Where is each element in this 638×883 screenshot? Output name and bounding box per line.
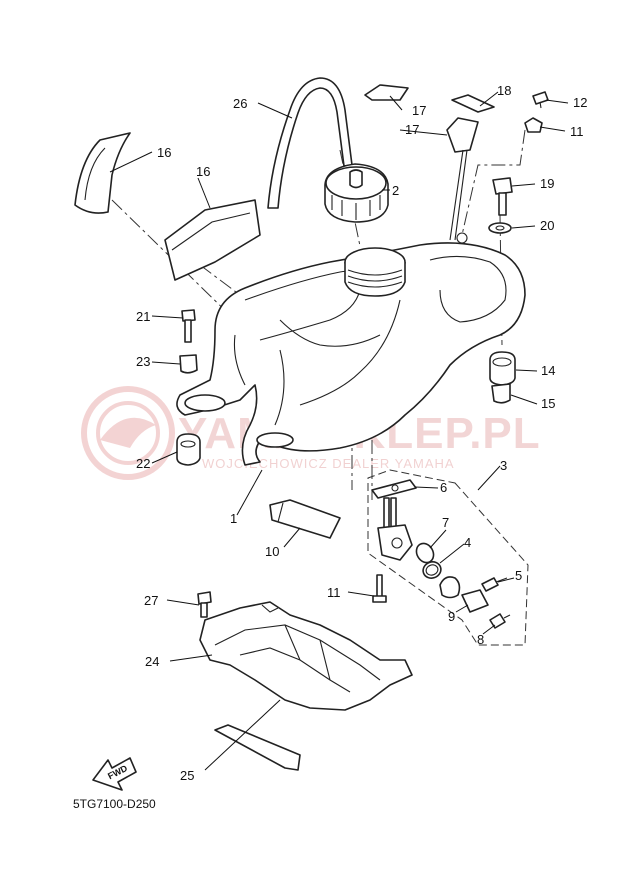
clip-18 [451,94,495,113]
clip-17-right [446,117,479,241]
label-9: 9 [448,609,455,624]
leader-lines [109,91,569,771]
label-25: 24 [145,654,159,669]
collar-15 [491,383,511,404]
label-17-left: 17 [412,103,426,118]
grommet-22 [176,433,201,466]
plate-6 [371,479,417,499]
pad-16-left [74,132,131,214]
label-20: 20 [540,218,554,233]
label-24: 26 [233,96,247,111]
grommet-14 [489,351,516,386]
washer-20 [488,222,512,234]
label-19: 19 [540,176,554,191]
label-11: 11 [327,585,341,600]
lever-knob [439,576,489,613]
label-12: 11 [570,124,584,139]
diagram-code: 5TG7100-D250 [73,797,156,811]
label-6: 6 [440,480,447,495]
pad-26 [214,724,301,771]
bolt-27 [197,591,212,618]
label-14: 14 [541,363,555,378]
bolt-11 [372,574,387,603]
fuel-cock-assembly-box [367,469,529,646]
callout-labels: 26 16 16 17 17 18 12 11 2 19 20 14 15 21… [136,83,587,783]
o-ring-4 [422,561,442,579]
pad-16-upper [164,199,261,281]
screw-8 [489,613,511,629]
bolt-21 [181,309,196,343]
fuel-tank [176,232,526,466]
fwd-arrow-icon: FWD [92,757,137,791]
fuel-cock [377,497,413,561]
watermark-logo-icon [81,386,175,480]
label-2: 2 [392,183,399,198]
screw-5 [481,577,508,592]
label-15: 15 [541,396,555,411]
label-18: 18 [497,83,511,98]
label-23: 23 [136,354,150,369]
label-26: 25 [180,768,194,783]
label-1: 1 [230,511,237,526]
label-7: 7 [442,515,449,530]
collar-23 [179,354,198,374]
pad-10 [269,499,341,539]
label-17-right: 17 [405,122,419,137]
label-21: 21 [136,309,150,324]
label-10: 10 [265,544,279,559]
tank-cap [324,163,389,223]
nut-12 [524,117,543,133]
label-16-upper: 16 [196,164,210,179]
bolt-19 [492,177,513,216]
screw-13 [532,91,549,109]
lower-cover [199,601,413,711]
label-4: 4 [464,535,471,550]
watermark-tagline: WOJCIECHOWICZ DEALER YAMAHA [202,456,455,471]
label-22: 22 [136,456,150,471]
label-27: 27 [144,593,158,608]
label-8: 8 [477,632,484,647]
label-5: 5 [515,568,522,583]
label-16-left: 16 [157,145,171,160]
label-3: 3 [500,458,507,473]
clip-17-left [364,84,409,101]
label-13: 12 [573,95,587,110]
